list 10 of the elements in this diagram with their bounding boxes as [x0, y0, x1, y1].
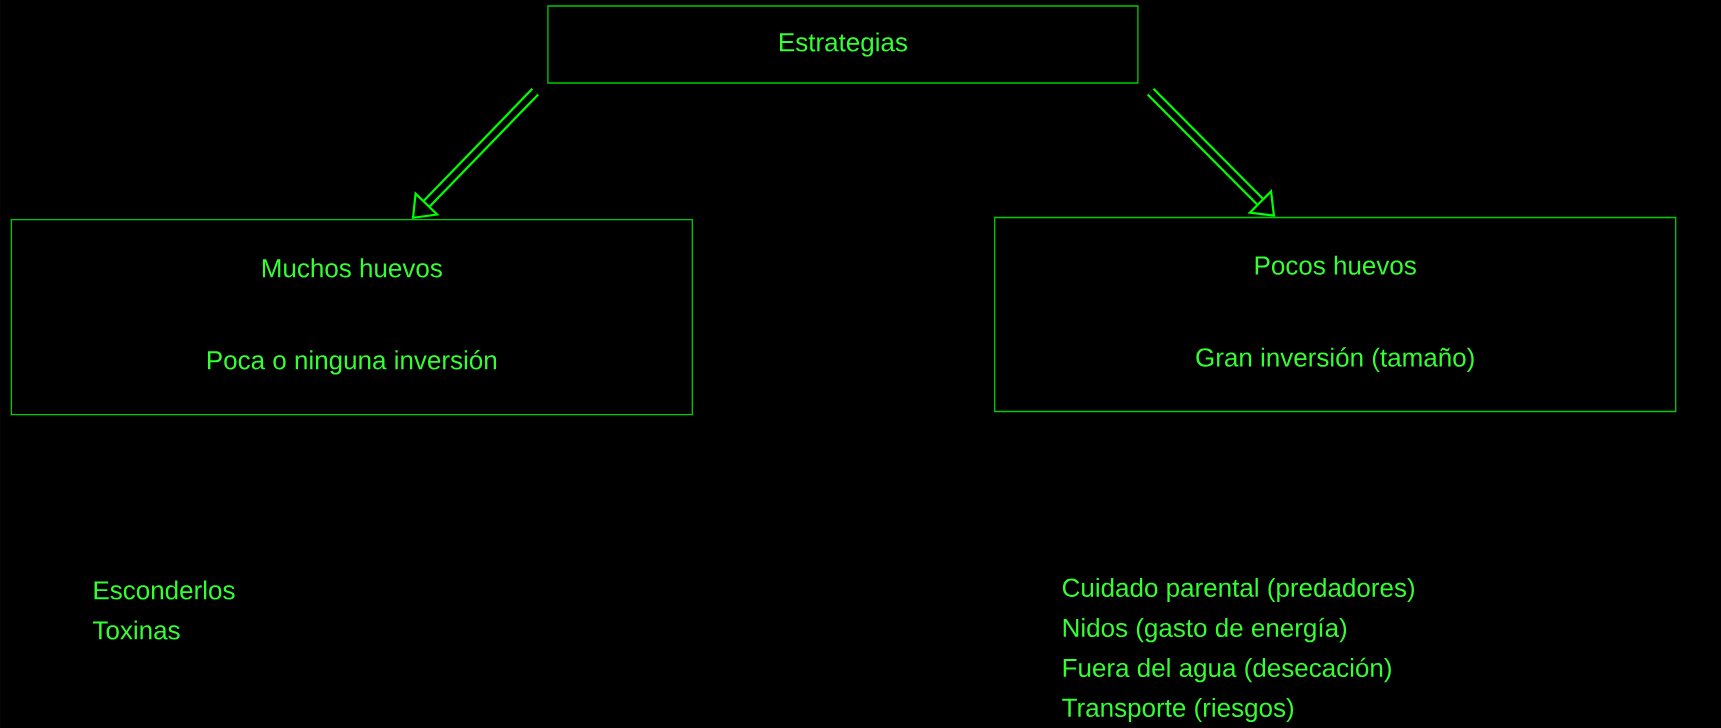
list-item: Transporte (riesgos)	[1062, 697, 1294, 723]
text-box: Pocos huevos Gran inversión (tamaño)	[994, 216, 1677, 413]
list-item: Toxinas	[93, 620, 180, 640]
text-box: Muchos huevos Poca o ninguna inversión	[10, 219, 693, 416]
list-item: Nidos (gasto de energía)	[1063, 617, 1347, 643]
list-item: Esconderlos	[94, 580, 235, 600]
text-box: Estrategias	[547, 5, 1139, 84]
list-item: Cuidado parental (predadores)	[1062, 577, 1414, 603]
list-item: Fuera del agua (desecación)	[1063, 657, 1391, 683]
double-arrow	[1146, 88, 1276, 217]
